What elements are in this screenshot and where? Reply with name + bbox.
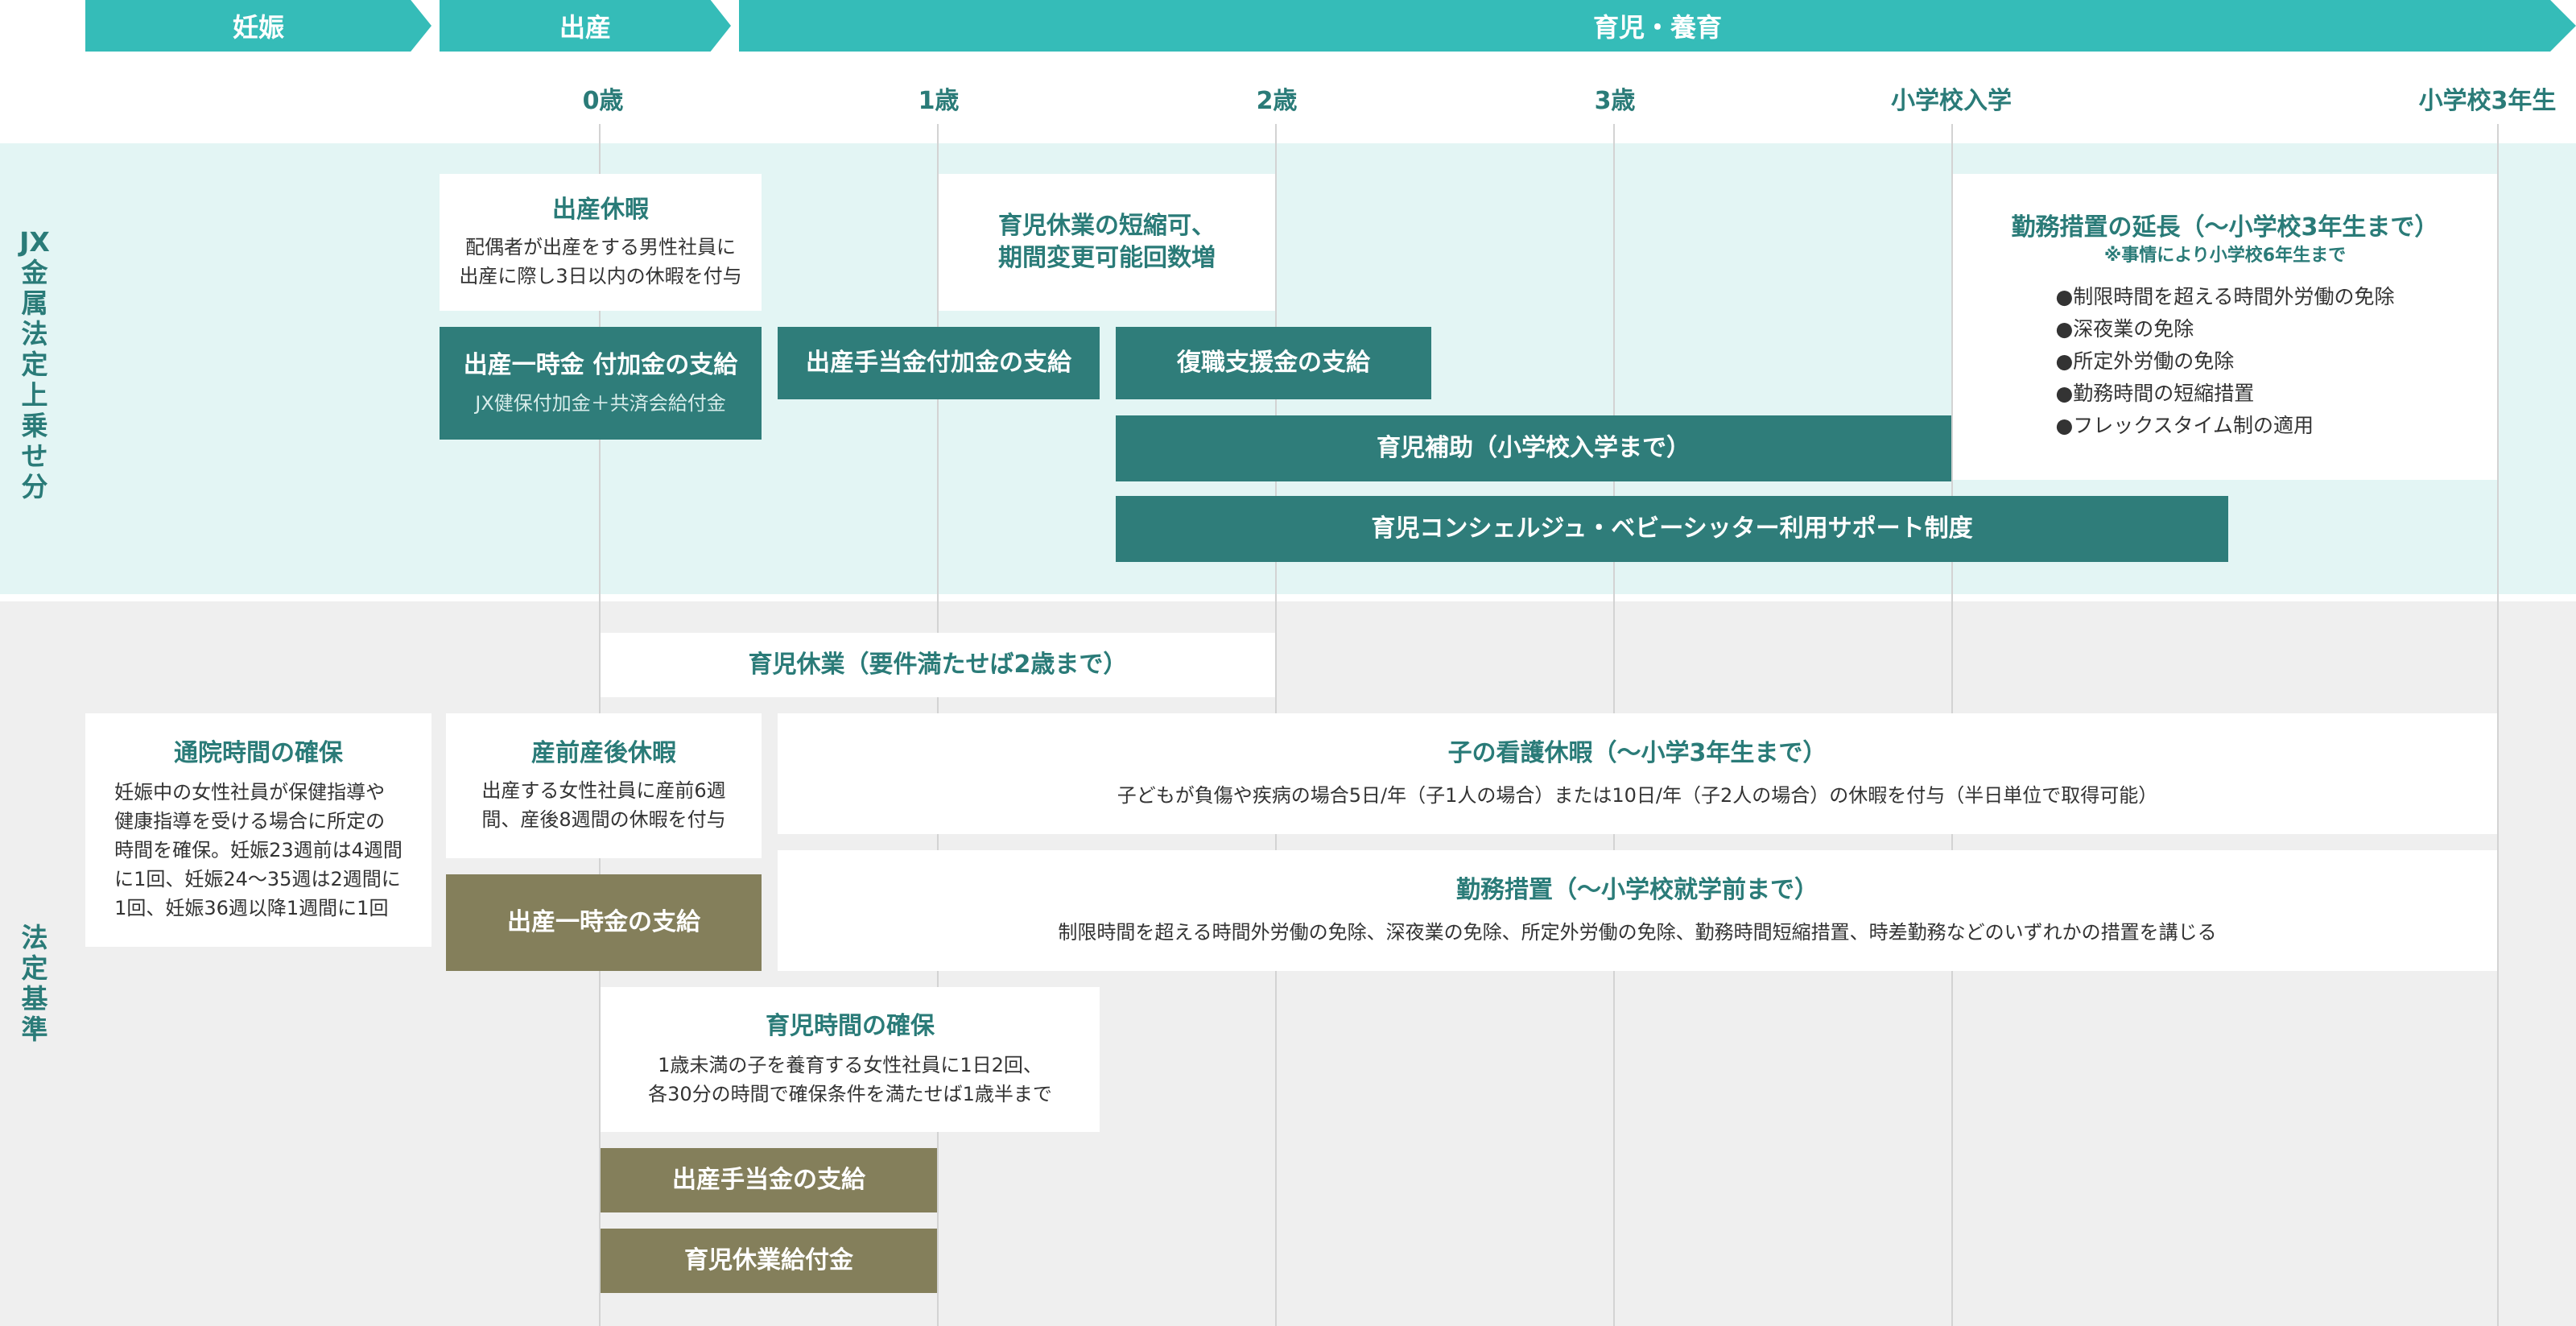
side-label-statutory-line: 基: [21, 983, 48, 1014]
prenatal-postnatal-leave-line: 間、産後8週間の休暇を付与: [481, 808, 726, 831]
side-label-statutory-line: 準: [21, 1014, 48, 1045]
nursing-time-box: 育児時間の確保 1歳未満の子を養育する女性社員に1日2回、 各30分の時間で確保…: [601, 987, 1100, 1132]
side-label-company-line: 上: [21, 379, 48, 411]
side-label-company-line: せ: [21, 440, 48, 472]
prenatal-postnatal-leave-title: 産前産後休暇: [531, 739, 676, 767]
hospital-visit-line: に1回、妊娠24〜35週は2週間に: [114, 868, 401, 890]
nursing-time-line: 1歳未満の子を養育する女性社員に1日2回、: [658, 1054, 1042, 1076]
work-measures-extension-item: ●所定外労働の免除: [2055, 349, 2235, 373]
hospital-visit-title: 通院時間の確保: [174, 739, 343, 767]
work-measures-extension-item: ●深夜業の免除: [2055, 317, 2194, 341]
maternity-leave-line: 出産に際し3日以内の休暇を付与: [459, 265, 742, 287]
work-measures-body: 制限時間を超える時間外労働の免除、深夜業の免除、所定外労働の免除、勤務時間短縮措…: [1058, 921, 2217, 944]
hospital-visit-line: 妊娠中の女性社員が保健指導や: [114, 781, 386, 803]
maternity-leave-body: 配偶者が出産をする男性社員に 出産に際し3日以内の休暇を付与: [459, 233, 741, 291]
birth-allowance-addition-title: 出産手当金付加金の支給: [806, 349, 1071, 377]
return-support-title: 復職支援金の支給: [1177, 349, 1370, 377]
age-label-2: 2歳: [1256, 87, 1298, 115]
prenatal-postnatal-leave-box: 産前産後休暇 出産する女性社員に産前6週 間、産後8週間の休暇を付与: [446, 713, 762, 858]
childcare-leave-shortening-line: 育児休業の短縮可、: [998, 212, 1216, 240]
lump-sum-title: 出産一時金の支給: [507, 908, 700, 936]
lump-sum-box: 出産一時金の支給: [446, 874, 762, 971]
childcare-subsidy-title: 育児補助（小学校入学まで）: [1377, 434, 1690, 462]
work-measures-extension-item: ●フレックスタイム制の適用: [2055, 414, 2314, 437]
work-measures-extension-item: ●勤務時間の短縮措置: [2055, 382, 2255, 405]
maternity-leave-box: 出産休暇 配偶者が出産をする男性社員に 出産に際し3日以内の休暇を付与: [440, 174, 762, 311]
lump-sum-addition-title: 出産一時金 付加金の支給: [463, 351, 738, 379]
birth-allowance-box: 出産手当金の支給: [601, 1148, 937, 1212]
work-measures-extension-item: ●制限時間を超える時間外労働の免除: [2055, 285, 2395, 308]
birth-allowance-addition-box: 出産手当金付加金の支給: [778, 327, 1100, 399]
side-label-statutory-line: 定: [21, 952, 48, 984]
lump-sum-addition-sub: JX健保付加金＋共済会給付金: [475, 392, 726, 415]
side-label-company: JX 金 属 法 定 上 乗 せ 分: [14, 227, 55, 502]
age-label-3: 3歳: [1594, 87, 1636, 115]
work-measures-title: 勤務措置（〜小学校就学前まで）: [1456, 876, 1818, 904]
side-label-company-line: JX: [19, 226, 50, 258]
hospital-visit-body: 妊娠中の女性社員が保健指導や 健康指導を受ける場合に所定の 時間を確保。妊娠23…: [114, 778, 402, 923]
hospital-visit-line: 時間を確保。妊娠23週前は4週間: [114, 839, 402, 861]
phase-pregnancy-label: 妊娠: [232, 12, 284, 43]
age-label-school-entry: 小学校入学: [1891, 87, 2012, 115]
childcare-leave-shortening-box: 育児休業の短縮可、 期間変更可能回数増: [939, 174, 1275, 311]
age-label-0: 0歳: [582, 87, 624, 115]
phase-pregnancy: 妊娠: [85, 0, 431, 52]
nursing-time-title: 育児時間の確保: [766, 1012, 935, 1040]
childcare-leave-shortening-line: 期間変更可能回数増: [998, 244, 1216, 272]
hospital-visit-box: 通院時間の確保 妊娠中の女性社員が保健指導や 健康指導を受ける場合に所定の 時間…: [85, 713, 431, 947]
child-nursing-leave-title: 子の看護休暇（〜小学3年生まで）: [1447, 739, 1827, 767]
work-measures-extension-box: 勤務措置の延長（〜小学校3年生まで） ※事情により小学校6年生まで ●制限時間を…: [1953, 174, 2497, 480]
age-label-grade3: 小学校3年生: [2418, 87, 2557, 115]
concierge-title: 育児コンシェルジュ・ベビーシッター利用サポート制度: [1371, 514, 1973, 543]
hospital-visit-line: 1回、妊娠36週以降1週間に1回: [114, 897, 389, 919]
side-label-company-line: 属: [21, 287, 48, 319]
side-label-company-line: 乗: [21, 410, 48, 441]
childcare-benefit-box: 育児休業給付金: [601, 1229, 937, 1293]
side-label-company-line: 定: [21, 349, 48, 380]
child-nursing-leave-body: 子どもが負傷や疾病の場合5日/年（子1人の場合）または10日/年（子2人の場合）…: [1117, 784, 2158, 807]
side-label-statutory: 法 定 基 準: [14, 923, 55, 1045]
phase-childcare: 育児・養育: [739, 0, 2576, 52]
nursing-time-line: 各30分の時間で確保条件を満たせば1歳半まで: [648, 1083, 1052, 1105]
birth-allowance-title: 出産手当金の支給: [672, 1166, 865, 1194]
age-label-1: 1歳: [918, 87, 960, 115]
phase-childcare-label: 育児・養育: [1592, 12, 1722, 43]
childcare-leave-title: 育児休業（要件満たせば2歳まで）: [748, 651, 1128, 679]
maternity-leave-line: 配偶者が出産をする男性社員に: [465, 236, 736, 258]
prenatal-postnatal-leave-line: 出産する女性社員に産前6週: [481, 779, 726, 802]
concierge-box: 育児コンシェルジュ・ベビーシッター利用サポート制度: [1116, 496, 2228, 562]
age-line-grade3: [2497, 124, 2499, 1326]
side-label-statutory-line: 法: [21, 922, 48, 953]
side-label-company-line: 金: [21, 257, 48, 288]
hospital-visit-line: 健康指導を受ける場合に所定の: [114, 810, 386, 832]
nursing-time-body: 1歳未満の子を養育する女性社員に1日2回、 各30分の時間で確保条件を満たせば1…: [648, 1051, 1052, 1109]
work-measures-extension-note: ※事情により小学校6年生まで: [2103, 246, 2347, 266]
childcare-subsidy-box: 育児補助（小学校入学まで）: [1116, 415, 1951, 481]
work-measures-extension-title: 勤務措置の延長（〜小学校3年生まで）: [2011, 213, 2439, 242]
side-label-company-line: 法: [21, 318, 48, 349]
phase-birth: 出産: [440, 0, 731, 52]
child-nursing-leave-box: 子の看護休暇（〜小学3年生まで） 子どもが負傷や疾病の場合5日/年（子1人の場合…: [778, 713, 2497, 834]
childcare-leave-box: 育児休業（要件満たせば2歳まで）: [601, 633, 1275, 697]
side-label-company-line: 分: [21, 471, 48, 502]
maternity-leave-title: 出産休暇: [552, 196, 649, 224]
childcare-benefit-title: 育児休業給付金: [684, 1246, 853, 1274]
phase-birth-label: 出産: [559, 12, 611, 43]
lump-sum-addition-box: 出産一時金 付加金の支給 JX健保付加金＋共済会給付金: [440, 327, 762, 440]
work-measures-box: 勤務措置（〜小学校就学前まで） 制限時間を超える時間外労働の免除、深夜業の免除、…: [778, 850, 2497, 971]
work-measures-extension-list: ●制限時間を超える時間外労働の免除 ●深夜業の免除 ●所定外労働の免除 ●勤務時…: [2055, 281, 2394, 442]
prenatal-postnatal-leave-body: 出産する女性社員に産前6週 間、産後8週間の休暇を付与: [481, 776, 725, 834]
return-support-box: 復職支援金の支給: [1116, 327, 1431, 399]
